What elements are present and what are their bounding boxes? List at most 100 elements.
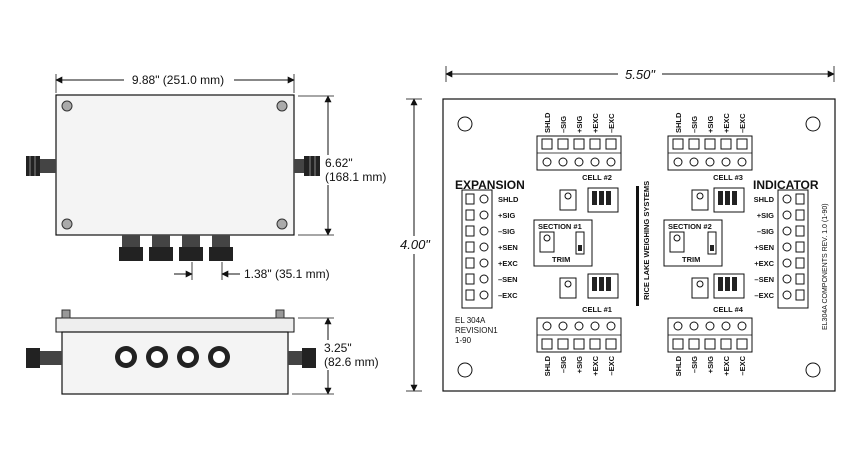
terminal-screw [795, 257, 805, 269]
terminal-screw [795, 209, 805, 221]
cable-gland-right [294, 156, 320, 176]
enclosure-top-view: 9.88" (251.0 mm) [26, 71, 390, 281]
cable-gland-left [26, 156, 56, 176]
screw-icon [61, 218, 73, 230]
board-width-label: 5.50" [625, 67, 656, 82]
enclosure-side-view: 3.25" (82.6 mm) [26, 309, 386, 395]
terminal-screw [688, 338, 700, 350]
trim-components [559, 187, 745, 299]
section2-trim-label: TRIM [682, 255, 700, 264]
expansion-terminal-block: SHLD+SIG–SIG+SEN+EXC–SEN–EXC [461, 189, 519, 309]
terminal-label: SHLD [543, 112, 552, 133]
terminal-label: +SIG [575, 116, 584, 133]
mounting-hole-icon [457, 116, 473, 132]
terminal-screw [720, 338, 732, 350]
terminal-label: –EXC [607, 355, 616, 375]
terminal-label: SHLD [543, 355, 552, 376]
terminal-label: –SIG [498, 227, 515, 236]
terminal-label: –EXC [754, 291, 774, 300]
expansion-label: EXPANSION [455, 178, 525, 192]
indicator-label: INDICATOR [753, 178, 819, 192]
enclosure-body [55, 94, 295, 236]
terminal-label: –EXC [607, 113, 616, 133]
cell3-terminal-block: SHLD–SIG+SIG+EXC–EXC [667, 112, 753, 171]
brand-label: RICE LAKE WEIGHING SYSTEMS [642, 181, 651, 300]
terminal-screw [589, 138, 601, 150]
terminal-screw [795, 289, 805, 301]
terminal-screw [795, 273, 805, 285]
cable-glands-bottom [119, 235, 233, 261]
terminal-screw [795, 241, 805, 253]
terminal-screw [465, 257, 475, 269]
terminal-screw [605, 138, 617, 150]
cell3-label: CELL #3 [713, 173, 743, 182]
terminal-screw [720, 138, 732, 150]
terminal-label: –SEN [754, 275, 774, 284]
cell4-label: CELL #4 [713, 305, 744, 314]
terminal-label: +EXC [722, 355, 731, 375]
terminal-screw [465, 225, 475, 237]
terminal-label: +EXC [498, 259, 518, 268]
terminal-label: SHLD [754, 195, 775, 204]
model-label: EL 304A [455, 316, 486, 325]
enclosure-lid [55, 317, 295, 333]
terminal-screw [672, 138, 684, 150]
vertical-revision-label: EL304A COMPONENTS REV. 1.0 (1-90) [822, 203, 829, 330]
terminal-label: +SEN [754, 243, 774, 252]
terminal-screw [541, 338, 553, 350]
screw-head-icon [275, 309, 285, 319]
terminal-label: –EXC [498, 291, 518, 300]
side-cable-gland-right [288, 348, 316, 368]
brand-bar [636, 186, 639, 306]
board-height-label: 4.00" [400, 237, 431, 252]
height-mm-label: (168.1 mm) [325, 170, 386, 184]
cell1-terminal-block: SHLD–SIG+SIG+EXC–EXC [536, 317, 622, 376]
terminal-label: –EXC [738, 355, 747, 375]
terminal-label: –SIG [559, 116, 568, 133]
terminal-label: SHLD [498, 195, 519, 204]
terminal-label: +SIG [575, 356, 584, 373]
terminal-screw [795, 225, 805, 237]
terminal-screw [557, 338, 569, 350]
terminal-screw [795, 193, 805, 205]
spacing-dimension-label: 1.38" (35.1 mm) [244, 267, 330, 281]
terminal-label: –SIG [690, 116, 699, 133]
terminal-label: +SIG [757, 211, 774, 220]
terminal-label: –SIG [757, 227, 774, 236]
screw-icon [276, 100, 288, 112]
screw-icon [61, 100, 73, 112]
cell2-label: CELL #2 [582, 173, 612, 182]
terminal-screw [736, 138, 748, 150]
mounting-hole-icon [805, 116, 821, 132]
terminal-screw [541, 138, 553, 150]
height-inch-label: 6.62" [325, 156, 353, 170]
mounting-hole-icon [457, 362, 473, 378]
screw-icon [276, 218, 288, 230]
side-cable-gland-left [26, 348, 62, 368]
terminal-label: +EXC [591, 113, 600, 133]
mounting-hole-icon [805, 362, 821, 378]
terminal-screw [605, 338, 617, 350]
terminal-screw [736, 338, 748, 350]
terminal-screw [704, 138, 716, 150]
terminal-label: +EXC [754, 259, 774, 268]
terminal-screw [704, 338, 716, 350]
terminal-screw [465, 289, 475, 301]
terminal-label: SHLD [674, 355, 683, 376]
enclosure-side-body [61, 331, 289, 395]
section1-label: SECTION #1 [538, 222, 582, 231]
terminal-screw [465, 273, 475, 285]
screw-head-icon [61, 309, 71, 319]
side-height-inch-label: 3.25" [324, 341, 352, 355]
section2-box: SECTION #2 TRIM [663, 219, 723, 267]
terminal-screw [672, 338, 684, 350]
terminal-screw [465, 241, 475, 253]
cell2-terminal-block: SHLD –SIG +SIG +EXC –EXC [536, 112, 622, 171]
section1-trim-label: TRIM [552, 255, 570, 264]
board-outline [442, 98, 836, 392]
indicator-terminal-block: SHLD +SIG –SIG +SEN +EXC –SEN –EXC [754, 189, 809, 309]
section2-label: SECTION #2 [668, 222, 712, 231]
terminal-screw [557, 138, 569, 150]
cell4-terminal-block: SHLD–SIG+SIG+EXC–EXC [667, 317, 753, 376]
